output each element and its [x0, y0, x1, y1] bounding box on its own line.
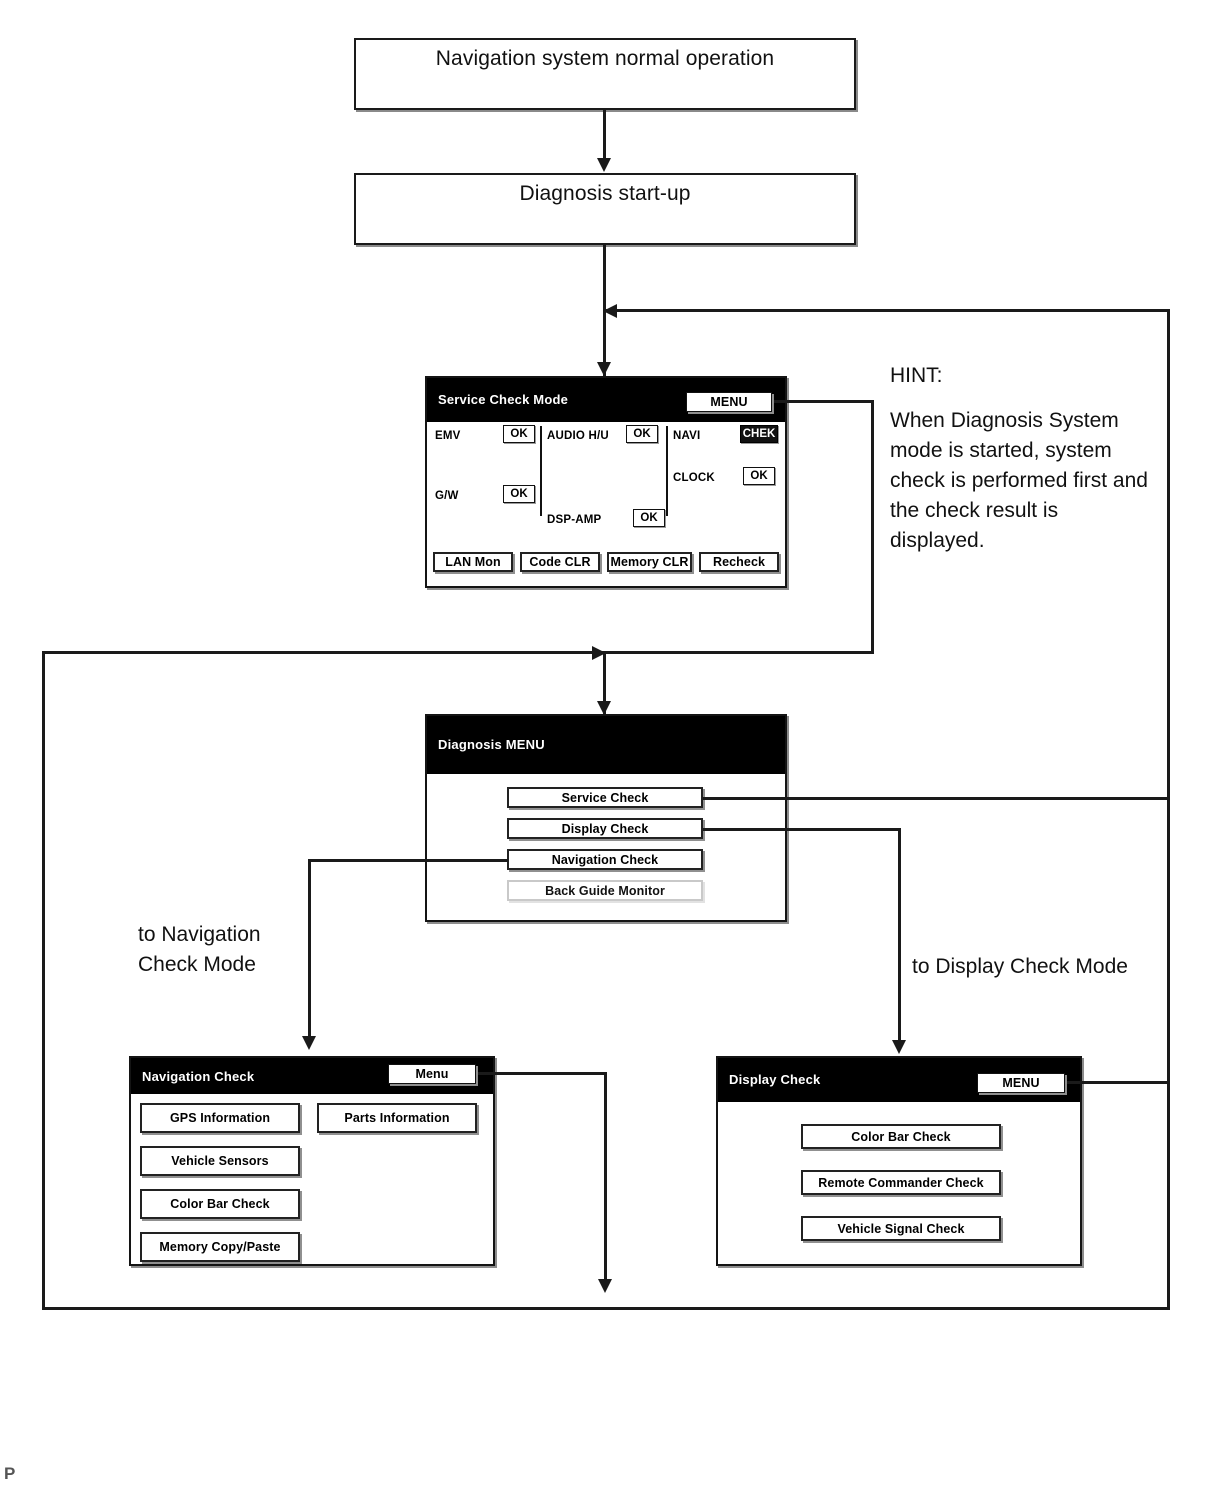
navigation-check-title: Navigation Check [142, 1069, 255, 1084]
connector-service-menu-down [871, 400, 874, 654]
connector-navigation-check-down [308, 859, 311, 1041]
display-check-item-color-bar-check[interactable]: Color Bar Check [801, 1124, 1001, 1149]
result-label-gw: G/W [435, 490, 459, 502]
flow-box-diagnosis-startup: Diagnosis start-up [354, 173, 856, 245]
result-status-audio-hu: OK [626, 425, 658, 443]
connector-right-rail [1167, 309, 1170, 1310]
result-label-audio-hu: AUDIO H/U [547, 430, 609, 442]
result-label-emv: EMV [435, 430, 461, 442]
result-status-clock: OK [743, 467, 775, 485]
result-status-dsp-amp: OK [633, 509, 665, 527]
result-label-navi: NAVI [673, 430, 701, 442]
diagnosis-menu-item-display-check[interactable]: Display Check [507, 818, 703, 839]
connector-service-check-to-rail [703, 797, 1170, 800]
flow-box-start: Navigation system normal operation [354, 38, 856, 110]
service-check-mode-body: EMV OK G/W OK AUDIO H/U OK DSP-AMP OK NA… [427, 422, 785, 586]
hint-body: When Diagnosis System mode is started, s… [890, 409, 1148, 552]
display-check-item-vehicle-signal-check[interactable]: Vehicle Signal Check [801, 1216, 1001, 1241]
arrowhead-left-return-top [592, 646, 606, 660]
navigation-check-panel: Navigation Check GPS Information Vehicle… [129, 1056, 495, 1266]
navigation-check-item-memory-copy-paste[interactable]: Memory Copy/Paste [140, 1232, 300, 1262]
service-check-mode-menu-button[interactable]: MENU [686, 392, 772, 412]
flow-box-diagnosis-startup-label: Diagnosis start-up [519, 182, 691, 205]
arrowhead-feedback-top [603, 304, 617, 318]
diagnosis-menu-item-back-guide-monitor[interactable]: Back Guide Monitor [507, 880, 703, 901]
connector-start-to-startup [603, 110, 606, 160]
diagnosis-menu-title: Diagnosis MENU [438, 737, 545, 752]
result-status-gw: OK [503, 485, 535, 503]
diagnosis-menu-titlebar: Diagnosis MENU [427, 716, 785, 774]
result-status-navi: CHEK [740, 425, 778, 443]
column-separator-2 [666, 426, 668, 516]
navigation-check-item-parts-information[interactable]: Parts Information [317, 1103, 477, 1133]
footer-button-memory-clr[interactable]: Memory CLR [607, 552, 692, 572]
connector-nav-menu-right [474, 1072, 607, 1075]
navigation-check-item-color-bar-check[interactable]: Color Bar Check [140, 1189, 300, 1219]
result-status-emv: OK [503, 425, 535, 443]
display-check-body: Color Bar Check Remote Commander Check V… [718, 1102, 1080, 1264]
transition-label-navigation-check-line2: Check Mode [138, 953, 256, 976]
connector-service-menu-left [606, 651, 874, 654]
arrowhead-startup-to-service-check [597, 362, 611, 376]
column-separator-1 [540, 426, 542, 516]
result-label-dsp-amp: DSP-AMP [547, 514, 602, 526]
display-check-menu-button[interactable]: MENU [977, 1073, 1065, 1093]
arrowhead-to-diagnosis-menu [597, 701, 611, 715]
transition-label-navigation-check: to Navigation Check Mode [138, 920, 358, 980]
connector-bottom-rail [42, 1307, 1170, 1310]
service-check-mode-title: Service Check Mode [438, 392, 569, 407]
flow-box-start-label: Navigation system normal operation [435, 47, 775, 70]
connector-service-menu-right [770, 400, 874, 403]
navigation-check-item-gps-information[interactable]: GPS Information [140, 1103, 300, 1133]
connector-display-menu-right [1063, 1081, 1170, 1084]
diagnosis-menu-body: Service Check Display Check Navigation C… [427, 774, 785, 924]
connector-left-return-top [42, 651, 606, 654]
display-check-item-remote-commander-check[interactable]: Remote Commander Check [801, 1170, 1001, 1195]
connector-navigation-check-left [308, 859, 508, 862]
navigation-check-item-vehicle-sensors[interactable]: Vehicle Sensors [140, 1146, 300, 1176]
arrowhead-display-check-down [892, 1040, 906, 1054]
connector-to-diagnosis-menu [603, 653, 606, 715]
hint-heading: HINT: [890, 364, 943, 387]
arrowhead-start-to-startup [597, 158, 611, 172]
display-check-title: Display Check [729, 1072, 821, 1087]
connector-feedback-top [606, 309, 1170, 312]
connector-display-check-right [703, 828, 901, 831]
arrowhead-navigation-check-down [302, 1036, 316, 1050]
connector-nav-menu-down [604, 1072, 607, 1283]
footer-button-recheck[interactable]: Recheck [699, 552, 779, 572]
connector-left-rail [42, 651, 45, 1310]
footer-button-lan-mon[interactable]: LAN Mon [433, 552, 513, 572]
diagnosis-menu-panel: Diagnosis MENU Service Check Display Che… [425, 714, 787, 922]
transition-label-navigation-check-line1: to Navigation [138, 923, 261, 946]
footer-button-code-clr[interactable]: Code CLR [520, 552, 600, 572]
connector-display-check-down [898, 828, 901, 1046]
result-label-clock: CLOCK [673, 472, 715, 484]
arrowhead-nav-menu-down [598, 1279, 612, 1293]
navigation-check-menu-button[interactable]: Menu [388, 1064, 476, 1084]
navigation-check-body: GPS Information Vehicle Sensors Color Ba… [131, 1094, 493, 1264]
page-marker: P [4, 1464, 16, 1483]
diagnosis-menu-item-navigation-check[interactable]: Navigation Check [507, 849, 703, 870]
diagnosis-menu-item-service-check[interactable]: Service Check [507, 787, 703, 808]
transition-label-display-check: to Display Check Mode [912, 955, 1128, 978]
